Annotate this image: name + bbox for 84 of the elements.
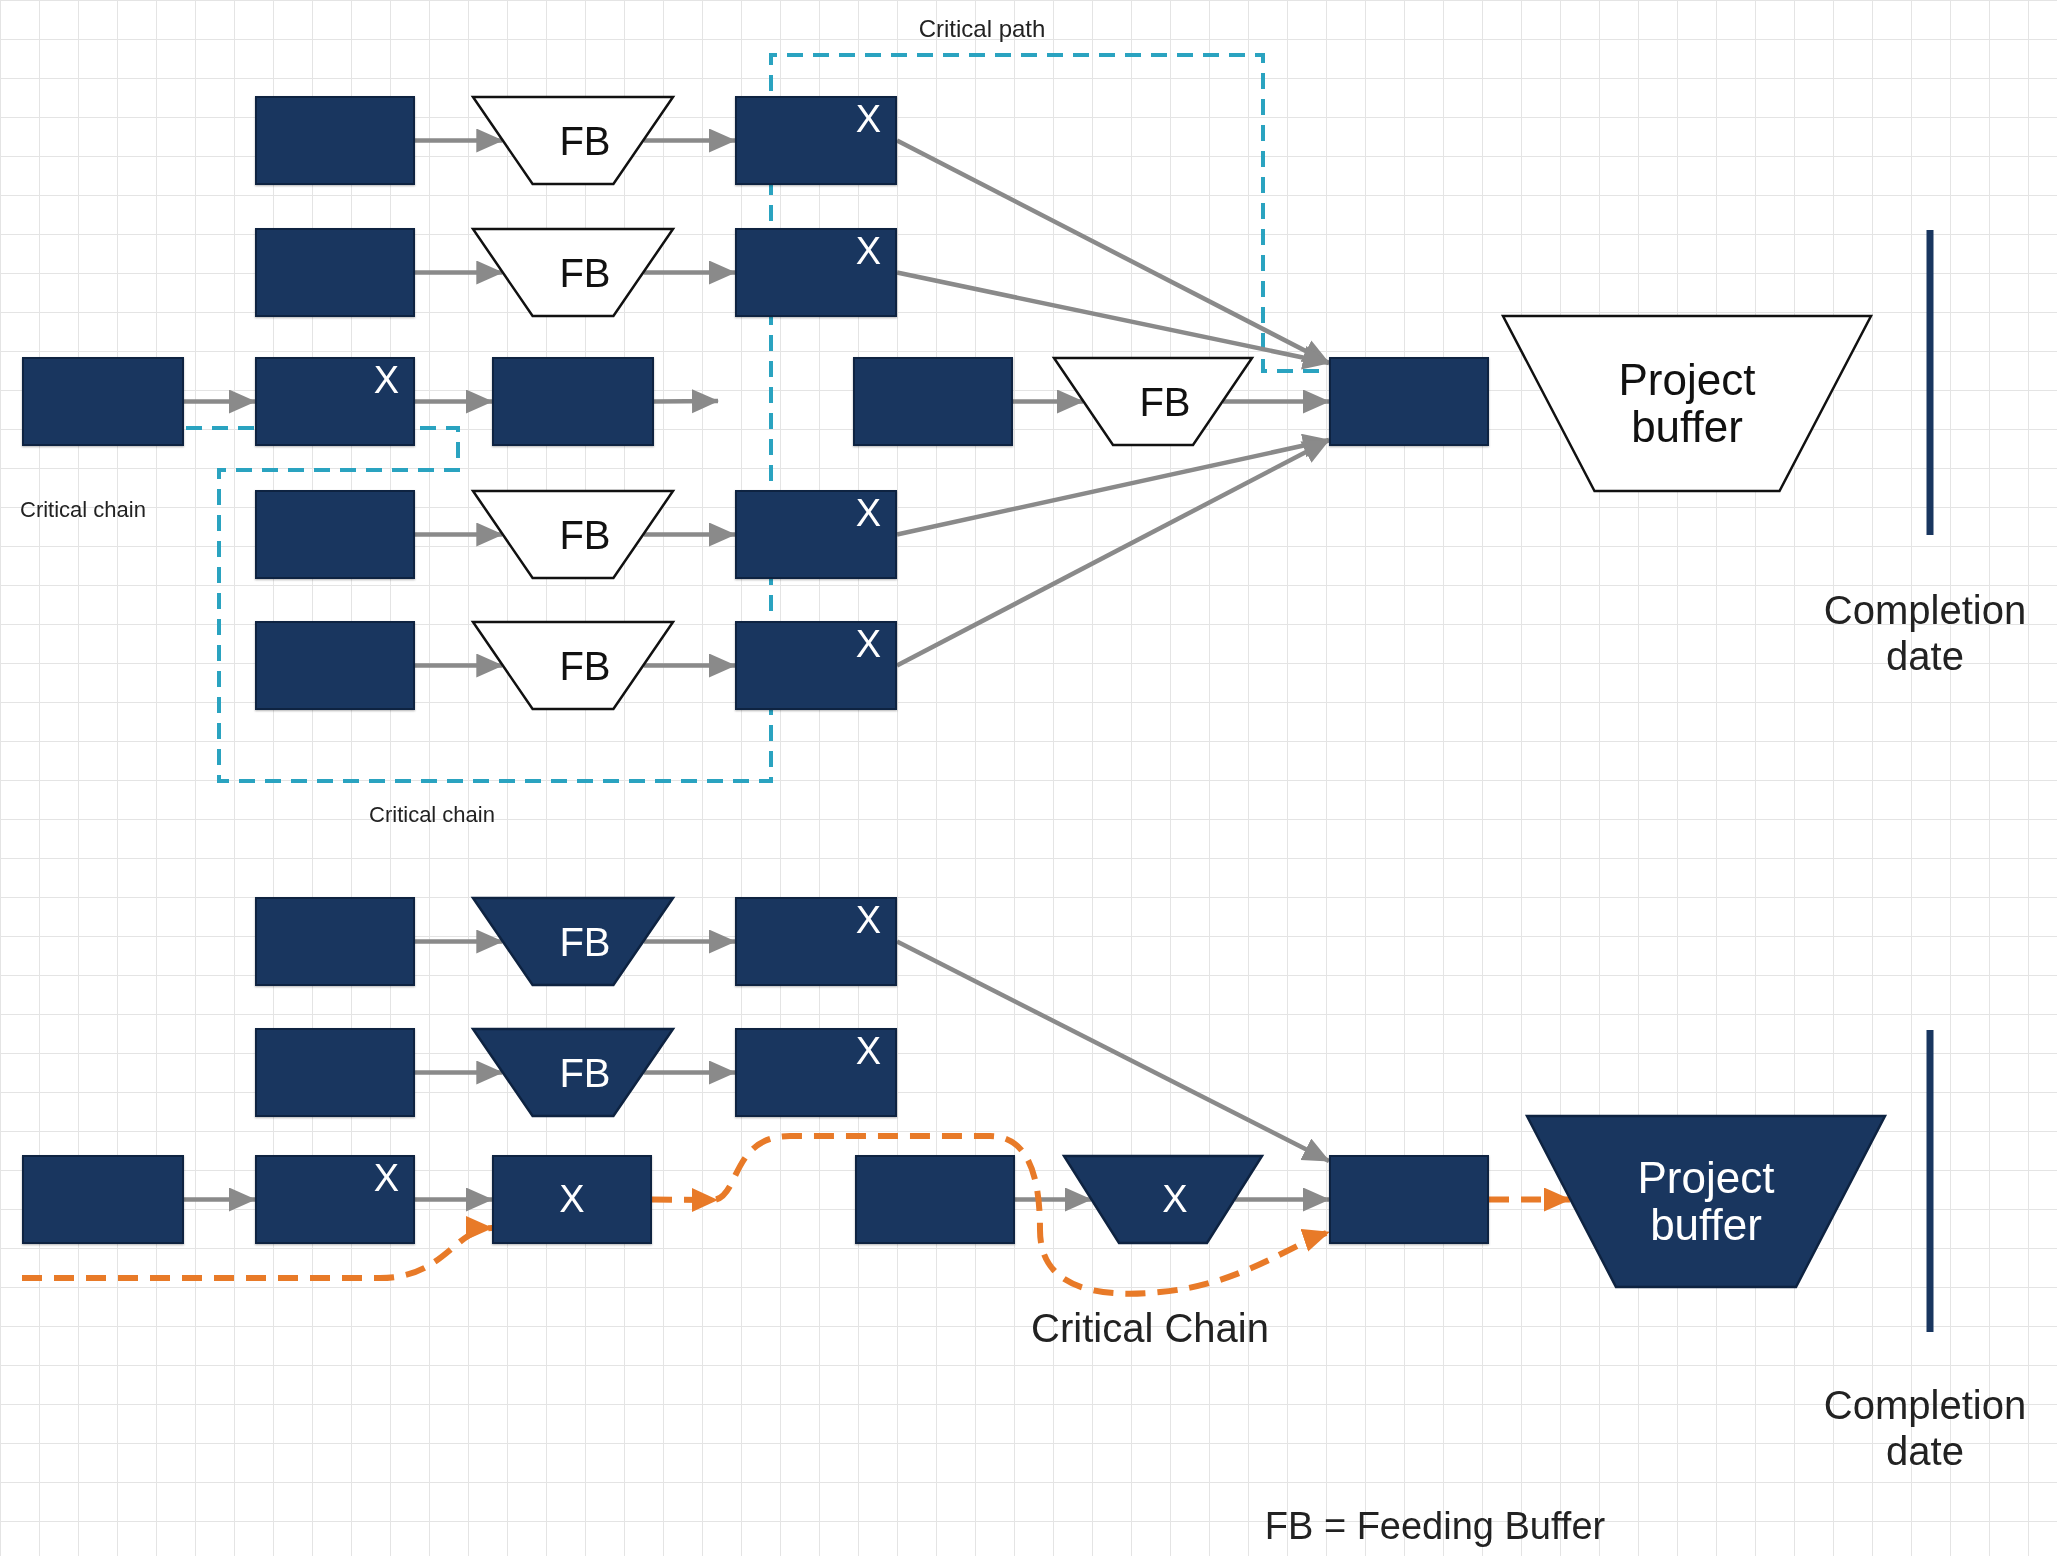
task-label: X [855, 1032, 881, 1072]
arrow [896, 433, 1330, 537]
arrow [415, 128, 504, 153]
task-box [853, 357, 1013, 446]
task-label: X [559, 1179, 585, 1220]
buffer-trapezoid [472, 96, 674, 185]
arrow [184, 389, 256, 414]
arrow [184, 1187, 256, 1212]
buffer-label: Project buffer [1617, 357, 1757, 450]
arrow [1013, 389, 1084, 414]
buffer-label: FB [558, 1051, 611, 1094]
task-label: X [855, 901, 881, 941]
task-box [735, 621, 897, 710]
task-box [255, 621, 415, 710]
buffer-trapezoid [1063, 1155, 1263, 1244]
chain-label: Critical Chain [1031, 1305, 1269, 1351]
arrow [22, 1219, 493, 1281]
task-box [1329, 357, 1489, 446]
arrow [643, 260, 736, 285]
buffer-trapezoid [472, 897, 674, 986]
arrow [1223, 389, 1330, 414]
task-label: X [855, 232, 881, 272]
task-box [22, 1155, 184, 1244]
buffer-label: Project buffer [1636, 1155, 1776, 1248]
arrow [896, 270, 1330, 370]
arrow [643, 653, 736, 678]
task-box [735, 1028, 897, 1117]
task-box [735, 228, 897, 317]
task-box [255, 897, 415, 986]
chain-label: Critical chain [369, 802, 495, 828]
task-box [255, 357, 415, 446]
chain-label: Critical chain [20, 497, 146, 523]
buffer-trapezoid [472, 621, 674, 710]
arrow [643, 1060, 736, 1085]
task-box [735, 897, 897, 986]
arrow [415, 522, 504, 547]
arrow [654, 389, 719, 414]
date-label: Completion date [1822, 1382, 2028, 1474]
buffer-label: FB [558, 513, 611, 556]
buffer-trapezoid [472, 490, 674, 579]
arrow [415, 1060, 504, 1085]
task-box [492, 357, 654, 446]
task-box [1329, 1155, 1489, 1244]
task-label: X [373, 361, 399, 401]
task-label: X [855, 494, 881, 534]
buffer-trapezoid [472, 1028, 674, 1117]
buffer-trapezoid [1053, 357, 1253, 446]
task-label: X [855, 625, 881, 665]
task-box [735, 96, 897, 185]
arrow [643, 522, 736, 547]
task-label: X [855, 100, 881, 140]
buffer-label: FB [558, 920, 611, 963]
arrow [1015, 1187, 1092, 1212]
buffer-label: FB [558, 251, 611, 294]
buffer-label: X [1161, 1179, 1188, 1220]
task-box [255, 490, 415, 579]
project-buffer-trapezoid [1502, 315, 1872, 492]
buffer-label: FB [558, 119, 611, 162]
task-box [855, 1155, 1015, 1244]
task-box [22, 357, 184, 446]
task-box [255, 1155, 415, 1244]
task-box [492, 1155, 652, 1244]
arrow [415, 389, 493, 414]
arrow [415, 929, 504, 954]
buffer-label: FB [1138, 380, 1191, 423]
arrow [1235, 1187, 1330, 1212]
task-label: X [373, 1159, 399, 1199]
project-buffer-trapezoid [1526, 1115, 1886, 1288]
task-box [255, 228, 415, 317]
buffer-trapezoid [472, 228, 674, 317]
task-box [255, 1028, 415, 1117]
date-label: Completion date [1822, 587, 2028, 679]
buffer-label: FB [558, 644, 611, 687]
key-note: FB = Feeding Buffer [1264, 1505, 1606, 1549]
task-box [735, 490, 897, 579]
arrow [1489, 1187, 1571, 1212]
arrow [415, 1187, 493, 1212]
arrow [643, 929, 736, 954]
arrow [896, 939, 1330, 1163]
task-box [255, 96, 415, 185]
arrow [643, 128, 736, 153]
arrow [415, 260, 504, 285]
arrow [415, 653, 504, 678]
path-label: Critical path [918, 15, 1046, 43]
